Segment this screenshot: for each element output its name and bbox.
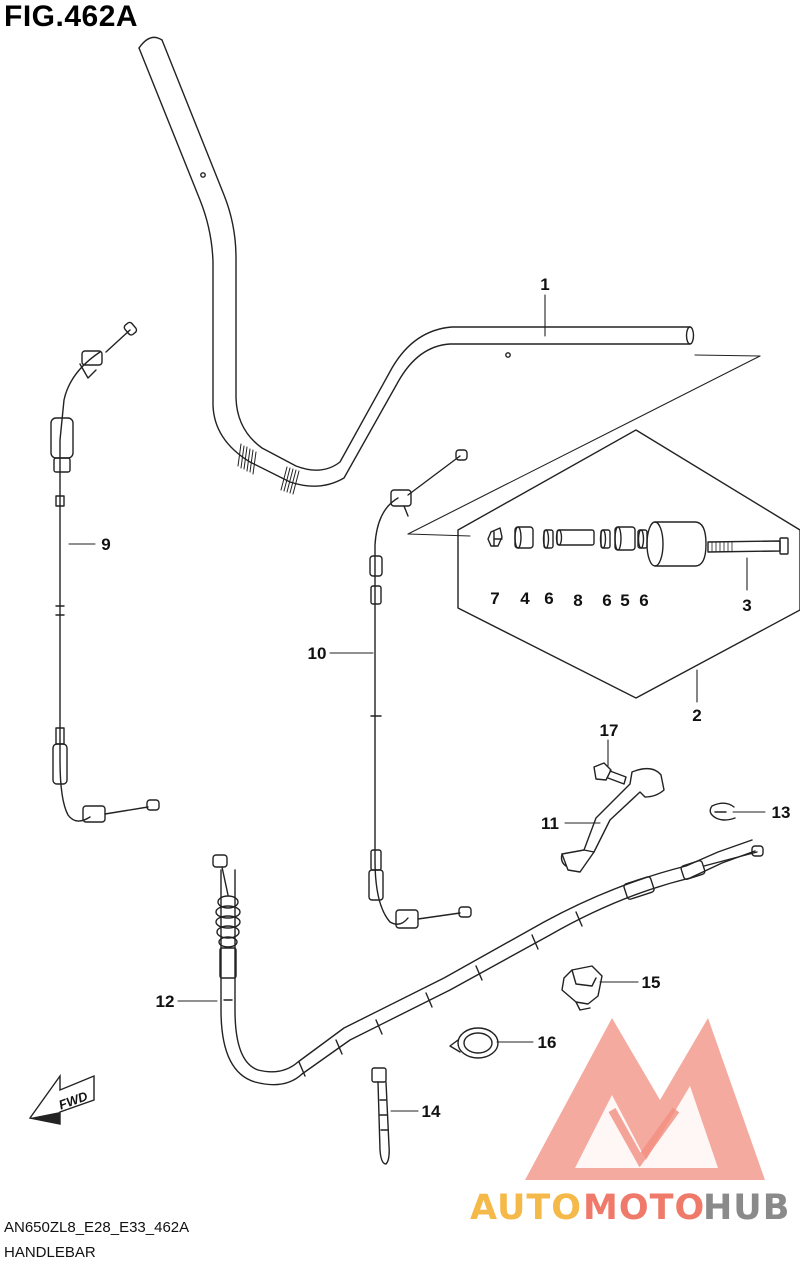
label-part-11: 11 [541, 814, 559, 833]
cable-bracket[interactable] [560, 767, 665, 873]
part-6-washer-a[interactable] [542, 529, 554, 549]
part-bar-end-weight[interactable] [646, 521, 707, 567]
throttle-cable[interactable] [50, 321, 160, 823]
watermark-moto: MOTO [583, 1188, 705, 1228]
label-part-9: 9 [101, 535, 110, 554]
automotohub-logo-icon [525, 1018, 765, 1180]
label-part-3: 3 [742, 596, 751, 615]
label-part-14: 14 [422, 1102, 441, 1121]
watermark-hub: HUB [703, 1188, 790, 1228]
part-3-bolt[interactable] [707, 537, 789, 555]
handlebar[interactable] [138, 36, 695, 495]
bracket-bolt[interactable] [593, 762, 627, 785]
label-part-16: 16 [538, 1033, 557, 1052]
part-6-washer-c[interactable] [637, 529, 648, 549]
figure-name: HANDLEBAR [4, 1244, 96, 1261]
part-5-collar[interactable] [614, 526, 636, 551]
cable-clamp[interactable] [561, 965, 603, 1011]
part-8-spacer[interactable] [555, 529, 595, 546]
label-part-6-c: 6 [639, 591, 648, 610]
label-part-10: 10 [308, 644, 327, 663]
label-part-4: 4 [520, 589, 530, 608]
part-6-washer-b[interactable] [599, 529, 611, 549]
part-4-collar[interactable] [514, 526, 534, 549]
label-part-13: 13 [772, 803, 791, 822]
label-part-5: 5 [620, 591, 629, 610]
label-part-6-a: 6 [544, 589, 553, 608]
label-part-12: 12 [156, 992, 175, 1011]
kit-outline [457, 429, 800, 699]
label-part-8: 8 [573, 591, 582, 610]
watermark-auto: AUTO [470, 1188, 582, 1228]
cable-clip[interactable] [709, 802, 736, 821]
figure-code: AN650ZL8_E28_E33_462A [4, 1219, 190, 1236]
fwd-arrow-icon: FWD [28, 1073, 95, 1125]
return-cable[interactable] [368, 449, 472, 929]
cable-tie[interactable] [371, 1067, 390, 1165]
label-part-17: 17 [600, 721, 619, 740]
label-part-1: 1 [540, 275, 549, 294]
label-part-15: 15 [642, 973, 661, 992]
part-7-nut[interactable] [487, 527, 503, 547]
label-part-7: 7 [490, 589, 499, 608]
label-part-6-b: 6 [602, 591, 611, 610]
clutch-cable[interactable] [212, 839, 764, 1086]
figure-title: FIG.462A [4, 0, 139, 33]
label-part-2: 2 [692, 706, 701, 725]
band-clamp[interactable] [449, 1027, 499, 1059]
automotohub-watermark: AUTO MOTO HUB [470, 1188, 790, 1228]
